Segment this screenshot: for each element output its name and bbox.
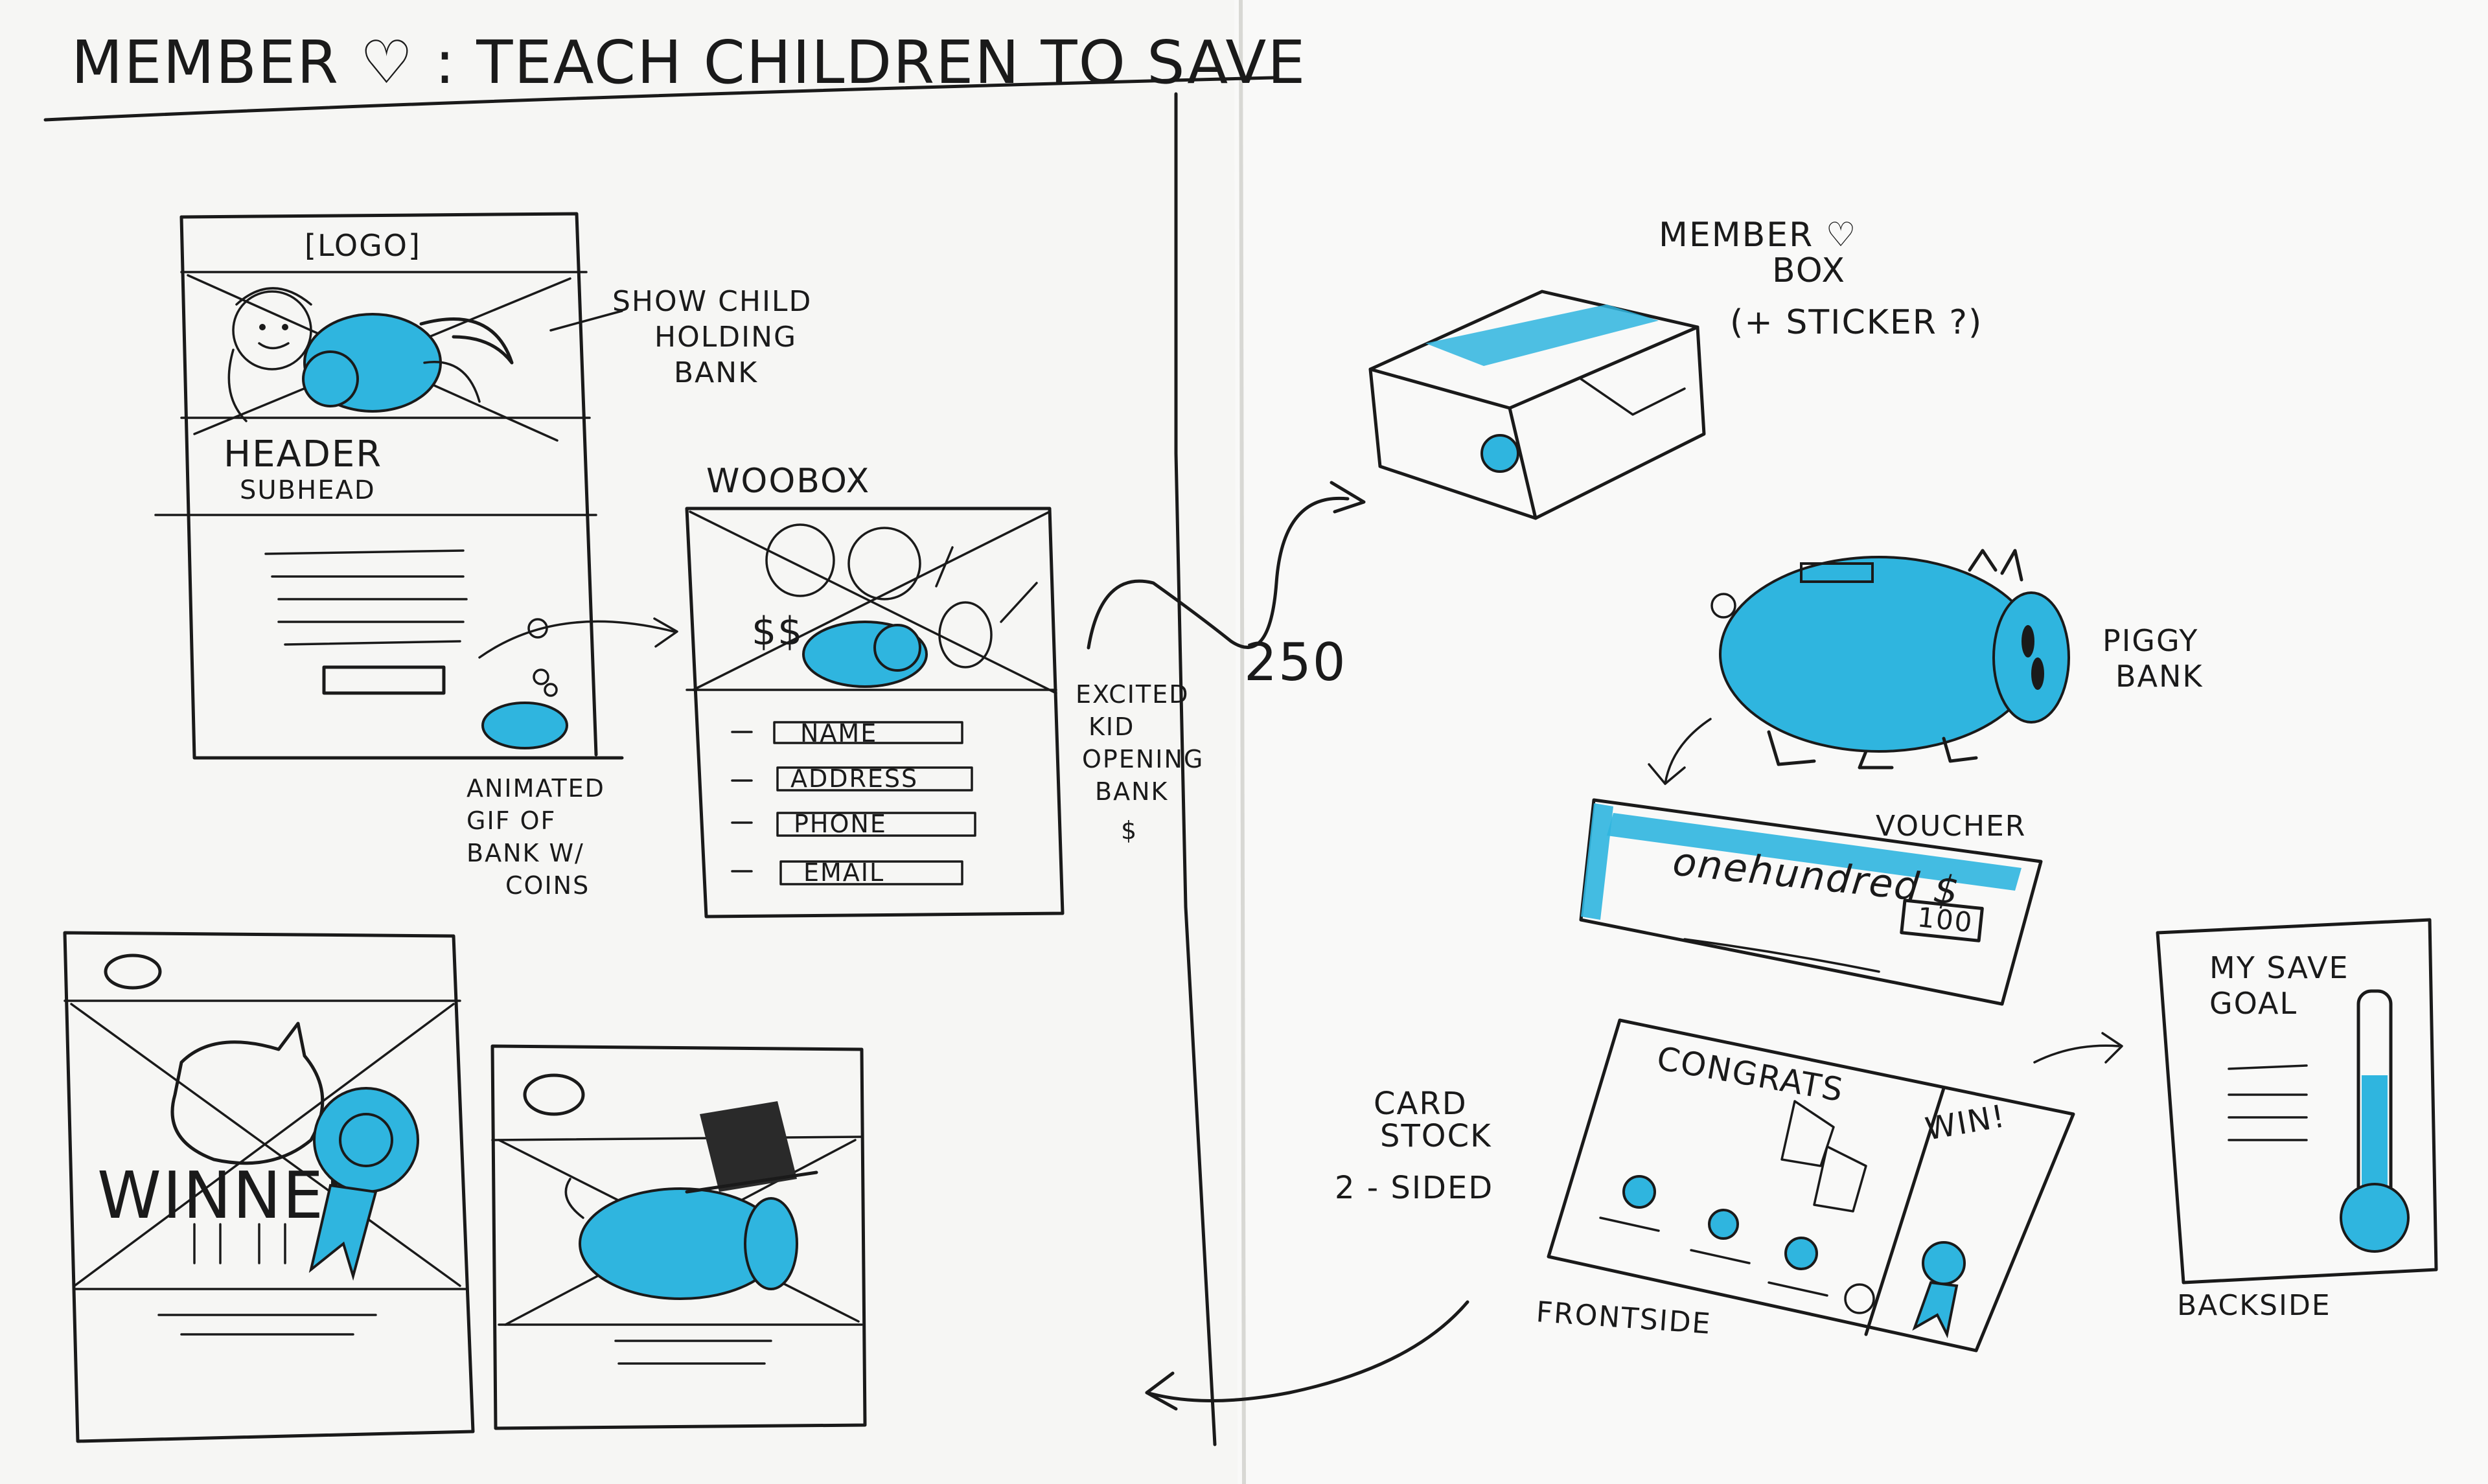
svg-text:(+ STICKER ?): (+ STICKER ?) (1730, 303, 1983, 342)
member-box-sketch: MEMBER ♡ BOX (+ STICKER ?) (1368, 216, 1983, 520)
page-fold (1239, 0, 1246, 1484)
svg-text:MEMBER ♡: MEMBER ♡ (1659, 216, 1857, 255)
piggy-bank-sketch: PIGGY BANK (1648, 549, 2204, 785)
column-divider (1174, 92, 1217, 1446)
svg-text:GOAL: GOAL (2209, 986, 2298, 1021)
svg-text:BANK: BANK (1095, 777, 1168, 806)
tophat-piggy-wireframe (490, 1044, 867, 1430)
voucher-amount-box (1900, 898, 1984, 942)
svg-text:$$: $$ (752, 609, 803, 654)
svg-text:KID: KID (1088, 713, 1135, 741)
logo-placeholder: [LOGO] (305, 228, 421, 263)
quantity-label: 250 (1244, 632, 1347, 692)
svg-text:$: $ (1121, 816, 1138, 845)
piggy-body (1719, 556, 2039, 753)
box-sticker (1480, 434, 1519, 473)
card-ribbon (1922, 1241, 1966, 1285)
body-text-lines (264, 549, 468, 646)
landing-header: HEADER (224, 433, 382, 475)
piggy-snout (1992, 591, 2070, 724)
svg-text:BANK: BANK (674, 356, 758, 389)
svg-text:BANK: BANK (2115, 659, 2204, 694)
svg-text:2 - SIDED: 2 - SIDED (1335, 1170, 1493, 1206)
svg-text:HOLDING: HOLDING (654, 321, 797, 354)
kid-2 (847, 527, 921, 600)
arrow-back-to-site (1145, 1300, 1469, 1402)
title-underline (43, 76, 1275, 122)
page-title: MEMBER ♡ : TEACH CHILDREN TO SAVE (71, 28, 1306, 97)
phone-field-sketch (776, 812, 976, 837)
svg-text:EXCITED: EXCITED (1076, 680, 1190, 709)
svg-text:COINS: COINS (505, 871, 590, 900)
svg-text:MY SAVE: MY SAVE (2209, 950, 2349, 985)
woobox-form-wireframe: WOOBOX $$ NAME ADDRESS PHONE EMAIL (685, 462, 1065, 919)
svg-text:ANIMATED: ANIMATED (466, 774, 605, 803)
form-fields: NAME ADDRESS PHONE EMAIL (731, 719, 976, 887)
winner-pig-outline (170, 1022, 325, 1165)
svg-text:EMAIL: EMAIL (803, 858, 884, 887)
svg-text:100: 100 (1916, 901, 1975, 939)
child-face (232, 290, 312, 371)
award-ribbon (313, 1087, 419, 1193)
svg-text:BANK W/: BANK W/ (466, 839, 584, 867)
kid-3 (938, 601, 993, 668)
woobox-label: WOOBOX (706, 462, 870, 501)
svg-text:OPENING: OPENING (1082, 745, 1204, 773)
svg-text:SHOW CHILD: SHOW CHILD (612, 285, 812, 318)
svg-text:BOX: BOX (1772, 251, 1846, 290)
address-field-sketch (776, 766, 973, 792)
svg-text:CARD: CARD (1374, 1086, 1468, 1122)
gif-piggy (481, 702, 568, 749)
note-animated-gif: ANIMATED GIF OF BANK W/ COINS (466, 774, 605, 900)
winner-screen-wireframe: WINNER (63, 931, 475, 1443)
landing-subhead: SUBHEAD (240, 475, 376, 505)
svg-text:VOUCHER: VOUCHER (1876, 810, 2026, 843)
name-field-sketch (773, 721, 963, 744)
card-back-sketch: MY SAVE GOAL BACKSIDE (2156, 918, 2438, 1322)
landing-page-wireframe: [LOGO] HEADER SUBHEAD (154, 212, 678, 760)
svg-text:PIGGY: PIGGY (2102, 623, 2198, 658)
card-stock-notes: CARD STOCK 2 - SIDED (1335, 1086, 1493, 1206)
cta-button-sketch (322, 665, 446, 695)
connector-arrow-to-box (1087, 496, 1350, 650)
note-excited-kid: EXCITED KID OPENING BANK $ (1076, 680, 1204, 845)
box-tape (1425, 304, 1659, 366)
email-field-sketch (779, 860, 963, 885)
top-hat (700, 1101, 797, 1192)
svg-text:NAME: NAME (800, 719, 877, 748)
svg-text:GIF OF: GIF OF (466, 806, 556, 835)
note-show-child: SHOW CHILD HOLDING BANK (549, 285, 812, 389)
svg-text:STOCK: STOCK (1380, 1118, 1492, 1154)
svg-text:PHONE: PHONE (794, 810, 887, 838)
svg-text:BACKSIDE: BACKSIDE (2177, 1289, 2331, 1322)
kid-1 (765, 523, 835, 597)
svg-text:ADDRESS: ADDRESS (790, 764, 918, 793)
